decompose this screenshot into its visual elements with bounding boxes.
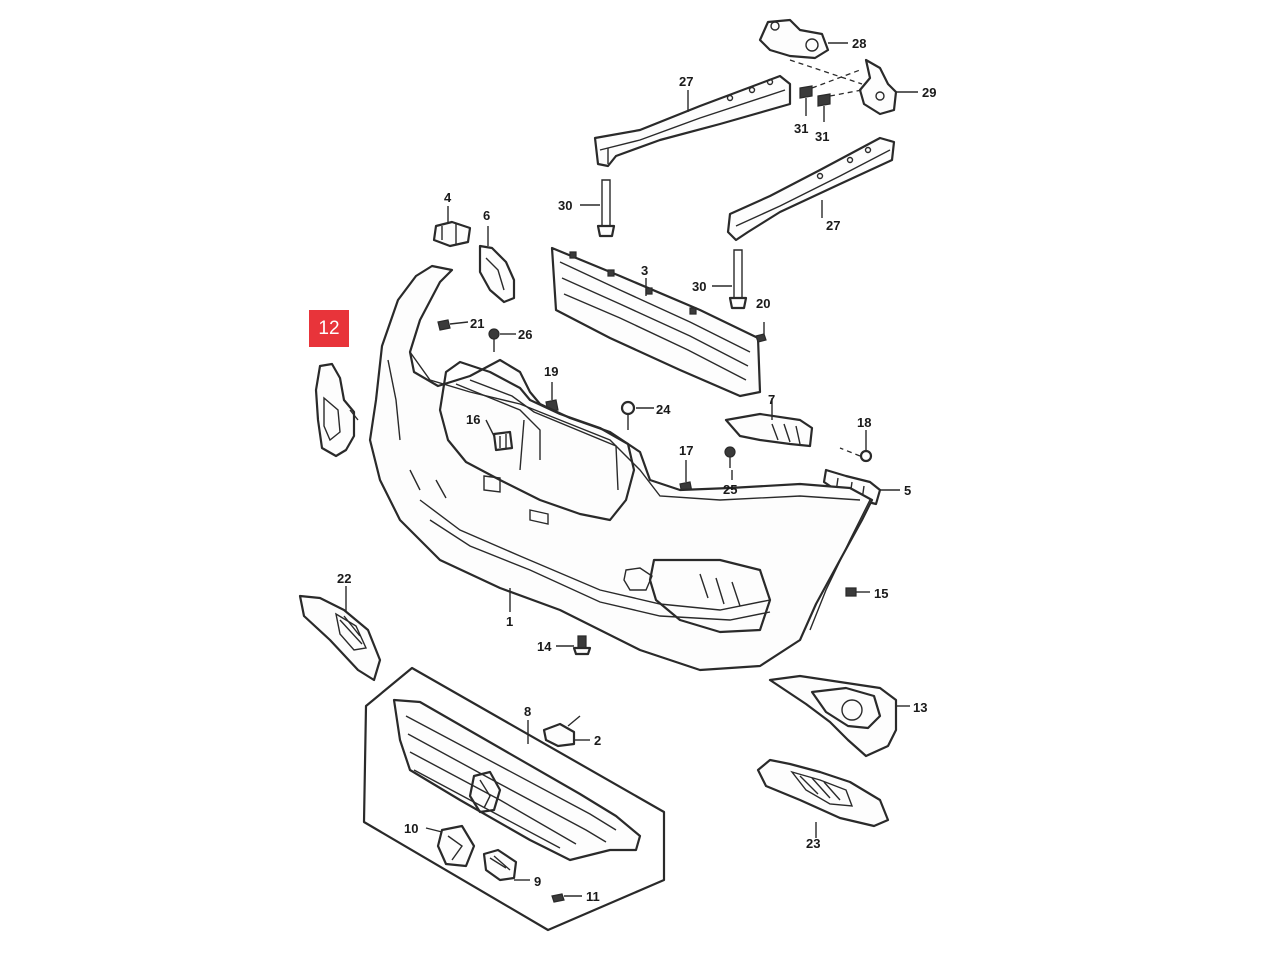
- callout-27-lower: 27: [826, 218, 840, 233]
- callout-labels: 28 29 27 27 31 31 30 30 4 6 3 20 21 26 1…: [337, 36, 936, 904]
- callout-11: 11: [586, 889, 600, 904]
- callout-6: 6: [483, 208, 490, 223]
- callout-23: 23: [806, 836, 820, 851]
- callout-31-right: 31: [815, 129, 829, 144]
- part-6-side-bracket: [478, 226, 516, 304]
- callout-10: 10: [404, 821, 418, 836]
- part-7-bracket: [724, 398, 814, 448]
- part-29-side-bracket: [858, 58, 918, 116]
- screws: [437, 319, 873, 903]
- part-28-upper-bracket: [758, 18, 848, 60]
- callout-30-upper: 30: [558, 198, 572, 213]
- part-13-right-bezel: [768, 674, 910, 758]
- callout-19: 19: [544, 364, 558, 379]
- callout-1: 1: [506, 614, 513, 629]
- callout-21: 21: [470, 316, 484, 331]
- callout-24: 24: [656, 402, 671, 417]
- callout-20: 20: [756, 296, 770, 311]
- callout-29: 29: [922, 85, 936, 100]
- part-12-side-cover: [314, 362, 359, 458]
- callout-27-upper: 27: [679, 74, 693, 89]
- part-1-bumper-cover: [368, 264, 874, 672]
- part-23-right-trim: [756, 758, 890, 838]
- callout-7: 7: [768, 392, 775, 407]
- part-16-clip: [485, 419, 514, 452]
- part-30-long-bolts: [580, 179, 748, 310]
- callout-5: 5: [904, 483, 911, 498]
- callout-26: 26: [518, 327, 532, 342]
- part-3-upper-grille: [550, 246, 762, 398]
- part-31-bolts: [799, 69, 863, 122]
- part-2-cap: [542, 715, 590, 748]
- callout-16: 16: [466, 412, 480, 427]
- callout-14: 14: [537, 639, 552, 654]
- callout-30-lower: 30: [692, 279, 706, 294]
- callout-13: 13: [913, 700, 927, 715]
- highlighted-part-badge[interactable]: 12: [309, 310, 349, 347]
- callout-31-left: 31: [794, 121, 808, 136]
- callout-3: 3: [641, 263, 648, 278]
- part-27-lower-reinforcement: [726, 136, 896, 242]
- callout-17: 17: [679, 443, 693, 458]
- callout-25: 25: [723, 482, 737, 497]
- callout-2: 2: [594, 733, 601, 748]
- callout-18: 18: [857, 415, 871, 430]
- part-4-clip: [432, 206, 472, 248]
- callout-4: 4: [444, 190, 452, 205]
- callout-22: 22: [337, 571, 351, 586]
- part-22-left-trim: [298, 586, 382, 682]
- part-27-upper-reinforcement: [593, 74, 792, 168]
- grille-assembly-box: [362, 666, 666, 932]
- callout-28: 28: [852, 36, 866, 51]
- callout-8: 8: [524, 704, 531, 719]
- callout-9: 9: [534, 874, 541, 889]
- callout-15: 15: [874, 586, 888, 601]
